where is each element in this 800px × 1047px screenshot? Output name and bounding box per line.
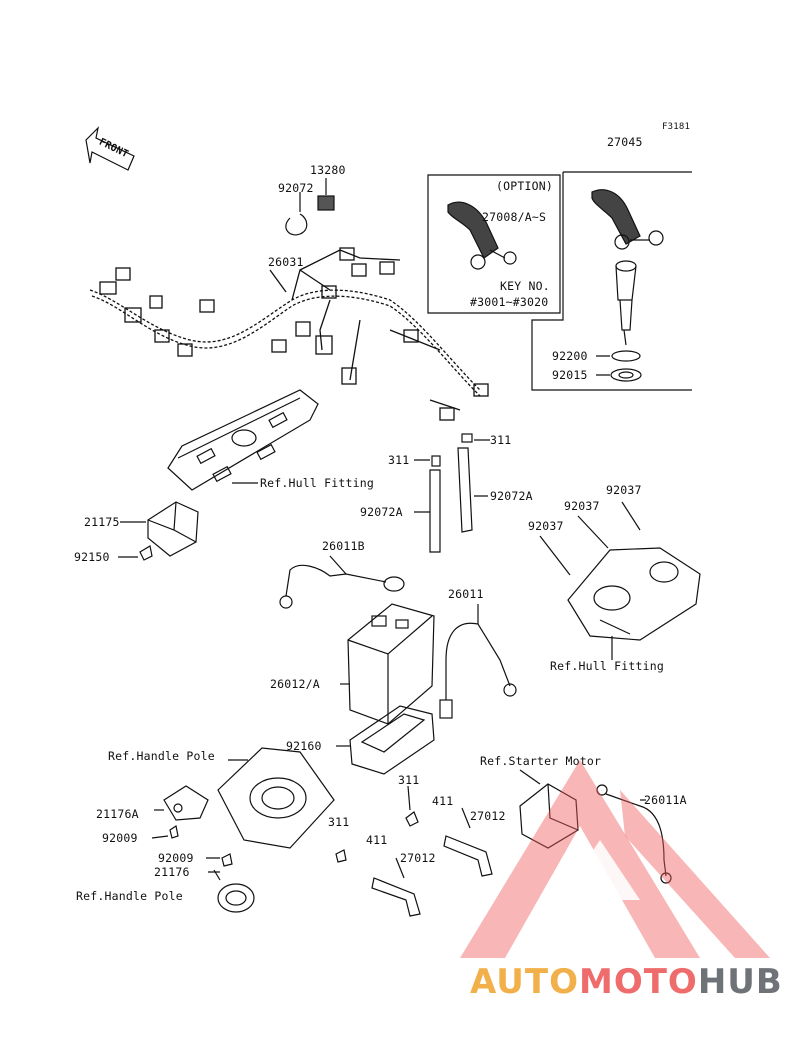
cable-26011A: [596, 784, 672, 884]
bolt-92037-c: [539, 535, 571, 576]
part-27012-b: 27012: [400, 851, 436, 865]
watermark-part1: AUTO: [470, 962, 579, 1002]
ref-starter-motor: Ref.Starter Motor: [480, 754, 602, 768]
key-drawing: [591, 189, 664, 346]
cable-26011B: [279, 555, 405, 609]
screw-92009-a: [169, 825, 179, 839]
clamp-27012-a: [443, 807, 493, 877]
part-13280: 13280: [310, 163, 346, 177]
part-411-b: 411: [366, 833, 388, 847]
key-option-drawing: [447, 201, 517, 270]
nut-311-c: [405, 811, 419, 827]
ref-handle-pole-1: Ref.Handle Pole: [108, 749, 215, 763]
part-92072A-a: 92072A: [360, 505, 403, 519]
clamp-27012-b: [371, 857, 421, 917]
automotohub-logo-icon: [460, 760, 770, 958]
part-92037-a: 92037: [606, 483, 642, 497]
watermark-part3: HUB: [697, 962, 783, 1002]
front-arrow-icon: [85, 126, 135, 171]
part-92072: 92072: [278, 181, 314, 195]
part-92072A-b: 92072A: [490, 489, 533, 503]
option-key-line2: #3001~#3020: [470, 295, 549, 309]
nut-311-d: [335, 849, 347, 863]
part-26031: 26031: [268, 255, 304, 269]
watermark-text: AUTOMOTOHUB: [470, 962, 783, 1002]
part-311-c: 311: [398, 773, 420, 787]
cable-26011: [439, 604, 517, 719]
strap-92072A-right: [457, 433, 490, 533]
part-92150: 92150: [74, 550, 110, 564]
starter-motor: [519, 769, 579, 849]
battery-26012A: [340, 603, 435, 725]
part-92037-c: 92037: [528, 519, 564, 533]
watermark-part2: MOTO: [578, 962, 698, 1002]
battery-holder-plate: [567, 547, 701, 660]
ref-hull-fitting-2: Ref.Hull Fitting: [550, 659, 664, 673]
option-title: (OPTION): [496, 179, 553, 193]
part-27045: 27045: [607, 135, 643, 149]
part-21175: 21175: [84, 515, 120, 529]
hull-fitting-bracket: [167, 389, 319, 491]
band-92072: [285, 213, 308, 236]
part-311-a: 311: [490, 433, 512, 447]
option-part: 27008/A~S: [482, 210, 547, 224]
part-21176: 21176: [154, 865, 190, 879]
part-411-a: 411: [432, 794, 454, 808]
screw-92150: [139, 545, 153, 561]
part-26012A: 26012/A: [270, 677, 320, 691]
part-311-b: 311: [388, 453, 410, 467]
part-311-d: 311: [328, 815, 350, 829]
bracket-21176A: [154, 785, 209, 821]
module-21175: [120, 501, 199, 557]
washer-92200: [611, 350, 641, 362]
part-92037-b: 92037: [564, 499, 600, 513]
nut-92015: [610, 368, 642, 382]
part-92009-b: 92009: [158, 851, 194, 865]
option-box-frame: [427, 174, 561, 314]
part-92200: 92200: [552, 349, 588, 363]
ring-21176: [213, 869, 255, 913]
label-13280: [317, 195, 335, 211]
ref-hull-fitting-1: Ref.Hull Fitting: [260, 476, 374, 490]
part-27012-a: 27012: [470, 809, 506, 823]
bolt-92037-a: [621, 501, 641, 531]
part-26011A: 26011A: [644, 793, 687, 807]
bolt-92037-b: [577, 515, 609, 549]
option-key-line1: KEY NO.: [500, 279, 550, 293]
ref-handle-pole-2: Ref.Handle Pole: [76, 889, 183, 903]
strap-92072A-left: [414, 455, 441, 553]
part-26011: 26011: [448, 587, 484, 601]
battery-tray-92160: [336, 705, 435, 775]
part-92160: 92160: [286, 739, 322, 753]
main-harness-26031: [89, 247, 489, 421]
diagram-code: F3181: [662, 122, 691, 132]
part-92009-a: 92009: [102, 831, 138, 845]
screw-92009-b: [221, 853, 233, 867]
handle-pole-base: [217, 747, 335, 849]
part-92015: 92015: [552, 368, 588, 382]
part-26011B: 26011B: [322, 539, 365, 553]
ignition-box-frame: [531, 171, 692, 391]
part-21176A: 21176A: [96, 807, 139, 821]
